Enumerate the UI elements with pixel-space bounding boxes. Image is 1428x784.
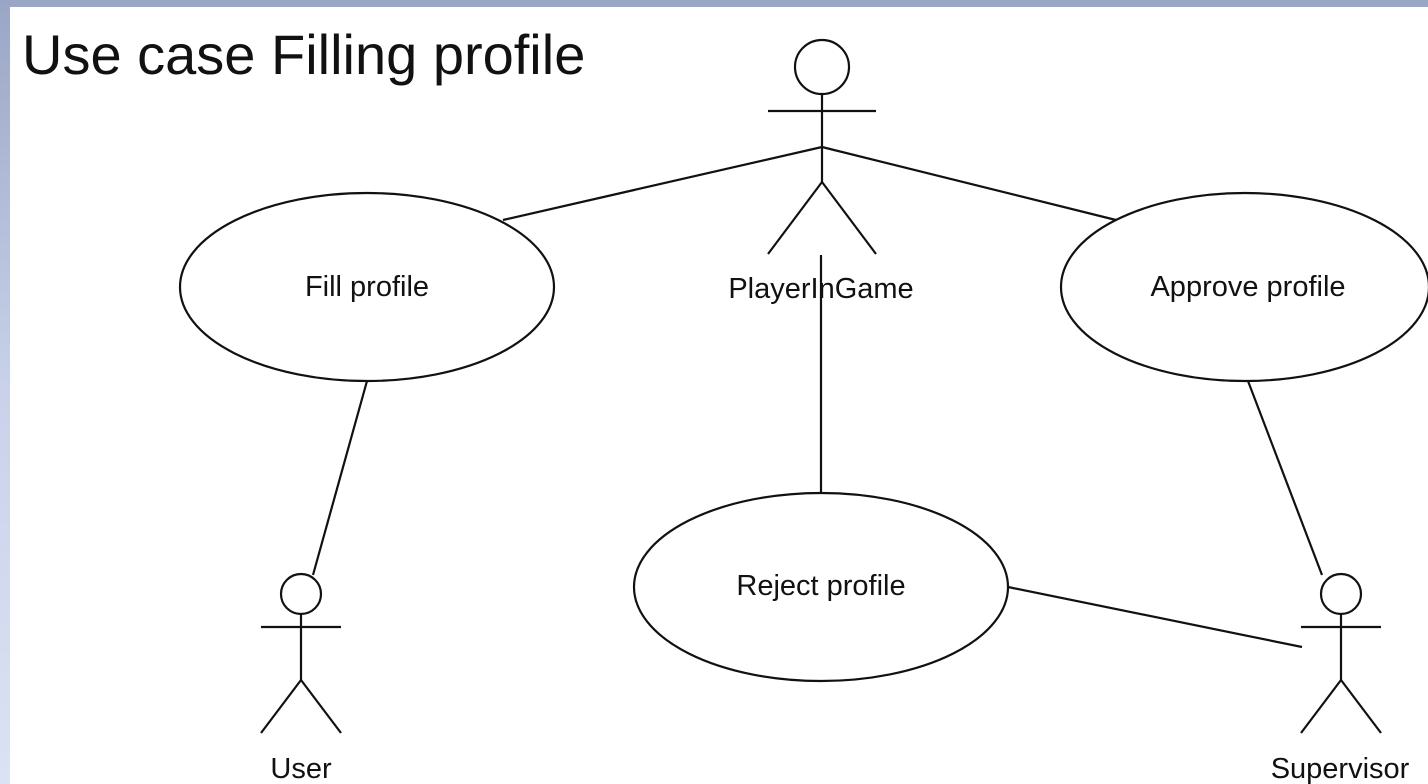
assoc-reject-supervisor	[1007, 585, 1303, 649]
use-case-fill-label: Fill profile	[305, 271, 429, 303]
slide-top-band	[0, 0, 1428, 7]
assoc-fill-user	[311, 380, 369, 576]
actor-user-icon	[260, 572, 342, 734]
use-case-approve-profile	[1059, 191, 1428, 383]
actor-supervisor-icon	[1300, 572, 1382, 734]
use-case-reject-profile	[632, 491, 1010, 683]
assoc-approve-supervisor	[1246, 380, 1324, 576]
actor-player-in-game-icon	[767, 38, 877, 255]
use-case-reject-label: Reject profile	[736, 570, 905, 602]
assoc-player-approve	[821, 145, 1117, 222]
actor-player-label: PlayerInGame	[728, 273, 913, 305]
use-case-fill-profile	[178, 191, 556, 383]
use-case-approve-label: Approve profile	[1150, 271, 1345, 303]
diagram-title: Use case Filling profile	[22, 23, 586, 86]
slide-left-band	[0, 0, 10, 784]
actor-user-label: User	[270, 753, 332, 784]
assoc-player-fill	[502, 145, 823, 222]
actor-supervisor-label: Supervisor	[1271, 753, 1410, 784]
